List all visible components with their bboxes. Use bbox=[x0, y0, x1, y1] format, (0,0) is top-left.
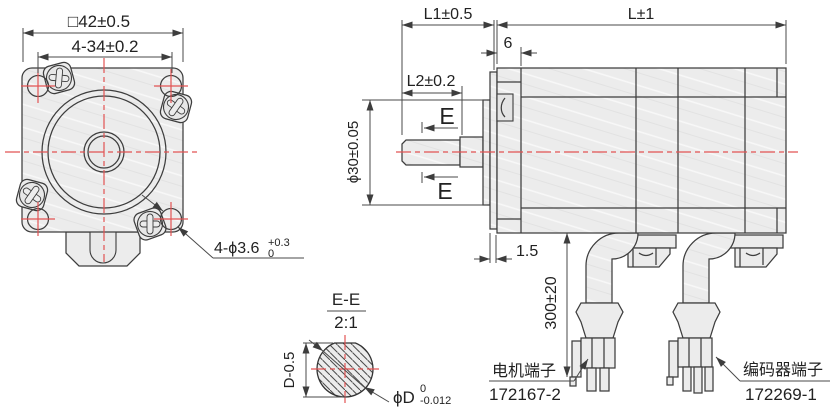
encoder-cable-strain-relief bbox=[672, 302, 721, 339]
dim-boss-diameter: ϕ30±0.05 bbox=[345, 99, 487, 206]
dim-shaft-diameter: ϕD 0 -0.012 bbox=[308, 339, 451, 407]
dim-l-label: L±1 bbox=[628, 6, 655, 23]
motor-connector-pin bbox=[599, 367, 610, 392]
motor-cable-assembly bbox=[569, 232, 677, 392]
phillips-screw-right bbox=[159, 90, 193, 124]
dim-shaft-diameter-upper-tolerance: 0 bbox=[420, 383, 426, 395]
dim-l: L±1 bbox=[496, 6, 787, 64]
encoder-connector-pin bbox=[693, 366, 703, 394]
motor-body-segments bbox=[497, 68, 786, 233]
motor-terminal-callout: 电机端子 172167-2 bbox=[489, 358, 589, 404]
phillips-screw-bottom-left bbox=[15, 178, 49, 212]
motor-connector-pin bbox=[586, 367, 597, 392]
encoder-terminal-label: 编码器端子 bbox=[743, 361, 823, 379]
dim-l2: L2±0.2 bbox=[402, 73, 463, 135]
encoder-cable-housing bbox=[726, 234, 784, 249]
encoder-cable-assembly bbox=[666, 232, 784, 394]
encoder-terminal-callout: 编码器端子 172269-1 bbox=[715, 356, 830, 404]
motor-terminal-label: 电机端子 bbox=[492, 362, 556, 380]
section-scale: 2:1 bbox=[334, 313, 358, 332]
section-mark-bottom: E bbox=[437, 178, 452, 204]
dim-shaft-diameter-label: ϕD bbox=[393, 388, 415, 407]
front-view: □42±0.5 4-34±0.2 4-ϕ3.6 +0.3 0 bbox=[5, 12, 304, 267]
hole-callout-text: 4-ϕ3.6 bbox=[214, 240, 260, 257]
dim-front-cap: 6 bbox=[481, 35, 537, 66]
motor-cable-strain-relief bbox=[575, 302, 624, 339]
phillips-screw-bottom-right bbox=[133, 207, 167, 241]
dim-hole-spacing-label: 4-34±0.2 bbox=[72, 37, 139, 56]
section-mark-top: E bbox=[439, 103, 454, 129]
dim-cable-length: 300±20 bbox=[543, 233, 571, 377]
encoder-terminal-part-number: 172269-1 bbox=[745, 385, 817, 404]
motor-connector-body bbox=[580, 337, 616, 369]
motor-terminal-part-number: 172167-2 bbox=[489, 385, 561, 404]
cap-screw-side bbox=[496, 93, 514, 122]
dim-hole-spacing: 4-34±0.2 bbox=[37, 37, 173, 73]
dim-cable-length-label: 300±20 bbox=[543, 276, 560, 329]
section-title: E-E bbox=[332, 290, 360, 309]
encoder-connector-body bbox=[677, 337, 713, 368]
encoder-connector-latch bbox=[668, 340, 679, 378]
dim-l1-label: L1±0.5 bbox=[424, 6, 473, 23]
dim-plate-offset-label: 1.5 bbox=[516, 243, 538, 260]
section-cut-marks: E E bbox=[421, 103, 458, 204]
hole-callout-lower-tolerance: 0 bbox=[268, 248, 274, 260]
hole-diameter-callout: 4-ϕ3.6 +0.3 0 bbox=[141, 194, 304, 260]
dim-front-cap-label: 6 bbox=[504, 35, 513, 52]
phillips-screw-top-left bbox=[42, 61, 76, 95]
mounting-holes bbox=[21, 69, 188, 236]
dim-boss-diameter-label: ϕ30±0.05 bbox=[345, 121, 362, 184]
dim-l2-label: L2±0.2 bbox=[407, 73, 456, 90]
dim-shaft-diameter-lower-tolerance: -0.012 bbox=[420, 395, 451, 407]
side-view: L1±0.5 L±1 6 L2±0.2 E E bbox=[345, 6, 830, 404]
encoder-connector-pin bbox=[682, 366, 692, 392]
dim-l1: L1±0.5 bbox=[401, 6, 495, 135]
encoder-cable bbox=[682, 232, 736, 304]
section-view: E-E 2:1 D-0.5 ϕD 0 -0.012 bbox=[281, 290, 451, 407]
motor-body bbox=[496, 67, 787, 234]
dim-plate-offset: 1.5 bbox=[474, 233, 538, 263]
dim-square-42: □42±0.5 bbox=[22, 12, 184, 62]
motor-cable bbox=[585, 232, 639, 304]
hole-callout-upper-tolerance: +0.3 bbox=[268, 237, 290, 249]
dim-flat-height-label: D-0.5 bbox=[281, 352, 298, 389]
hole-crosshairs bbox=[21, 69, 188, 236]
front-plate bbox=[489, 71, 498, 230]
encoder-connector-pin bbox=[704, 366, 714, 392]
front-cable-loop bbox=[89, 232, 117, 264]
dim-flat-height: D-0.5 bbox=[281, 342, 346, 398]
dim-square-label: □42±0.5 bbox=[68, 12, 130, 31]
